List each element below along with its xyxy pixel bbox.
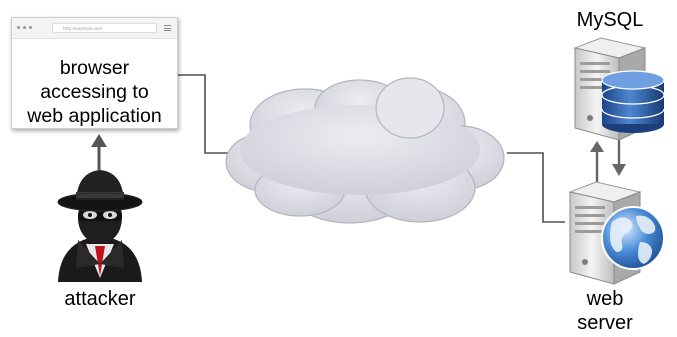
window-control-icon [23,26,26,29]
browser-caption-line: browser [59,57,130,79]
browser-caption-line: accessing to [40,81,149,103]
browser-window: http://example.com browser accessing to … [11,17,178,129]
menu-icon [164,25,171,31]
connector-browser-cloud [178,74,232,154]
web-server-label: web server [555,287,655,335]
globe-icon [601,206,665,270]
attacker-icon [57,170,143,282]
browser-caption: browser accessing to web application [12,56,177,128]
window-control-icon [29,26,32,29]
connector-cloud-webserver [507,152,565,223]
address-bar: http://example.com [52,23,157,33]
database-icon [601,70,665,133]
window-control-icon [17,26,20,29]
arrow-webserver-to-mysql [590,141,604,183]
attacker-label: attacker [64,288,136,310]
web-server-label-line: web [586,288,624,310]
arrow-mysql-to-webserver [612,137,626,176]
internet-cloud [225,77,505,224]
web-server-label-line: server [577,312,633,334]
arrow-attacker-to-browser [91,134,107,170]
browser-toolbar: http://example.com [12,18,177,39]
browser-caption-line: web application [27,105,162,127]
mysql-label: MySQL [576,9,644,31]
